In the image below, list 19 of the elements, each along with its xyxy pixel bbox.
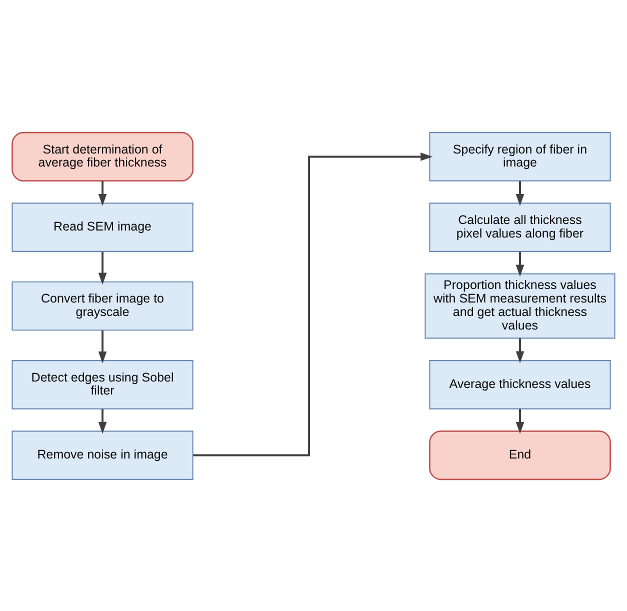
arrow <box>98 408 107 434</box>
node-box: Convert fiber image to grayscale <box>12 280 194 330</box>
arrow <box>193 152 433 456</box>
node-box: Start determination of average fiber thickness <box>12 131 194 182</box>
node-box: Specify region of fiber in image <box>429 132 611 181</box>
node-box: Average thickness values <box>429 360 611 409</box>
arrow <box>516 338 524 363</box>
node-box: Read SEM image <box>12 202 194 252</box>
arrow <box>516 408 524 434</box>
node-box: Calculate all thickness pixel values along fiber <box>429 202 611 252</box>
node-box: Detect edges using Sobel filter <box>12 360 194 409</box>
arrow <box>516 180 524 206</box>
arrow <box>516 251 524 276</box>
arrow <box>98 330 107 363</box>
node-box: End <box>429 430 611 480</box>
node-box: Proportion thickness values with SEM measurement results and get actual thickness values <box>424 272 616 338</box>
arrow <box>98 251 107 284</box>
arrow <box>98 180 107 206</box>
node-box: Remove noise in image <box>12 430 194 480</box>
